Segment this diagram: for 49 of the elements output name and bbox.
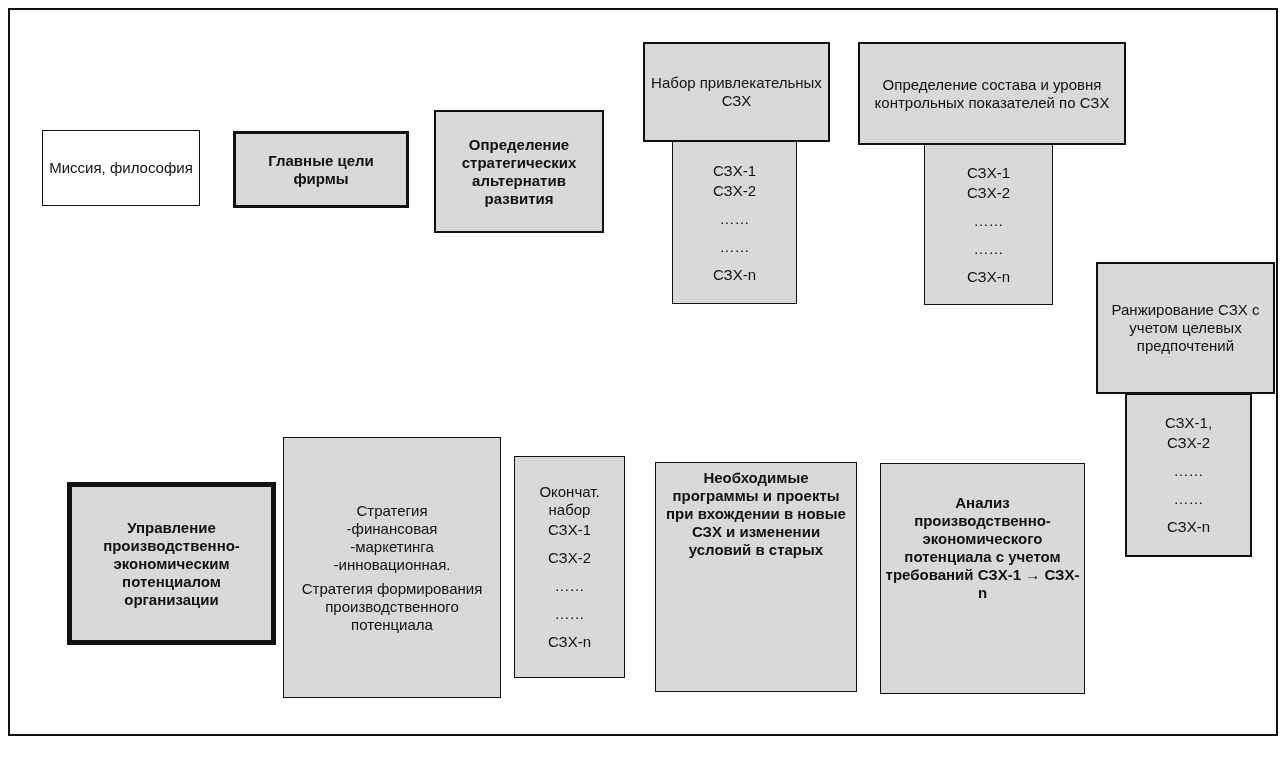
- box-text: СЗХ-2: [712, 181, 757, 200]
- box-text: Окончат. набор: [538, 483, 601, 519]
- list-box: [1125, 393, 1252, 557]
- box-text: Определение стратегических альтернатив развития: [460, 135, 578, 208]
- box-text: СЗХ-n: [712, 265, 757, 284]
- box-text: Миссия, философия: [49, 159, 193, 177]
- box-text: ……: [1173, 462, 1204, 480]
- box-text: ……: [973, 239, 1004, 258]
- box-text: ……: [554, 605, 585, 623]
- list-box: [672, 141, 797, 304]
- box-text: -маркетинга: [350, 537, 434, 556]
- box-text: -финансовая: [346, 519, 438, 538]
- process-box: [880, 463, 1085, 694]
- box-text: Анализ производственно-экономического потенциала с учетом требований СЗХ-1 → СЗХ-n: [885, 494, 1080, 602]
- list-box: [514, 456, 625, 678]
- box-text: СЗХ-1: [712, 161, 757, 180]
- box-text: ……: [1173, 490, 1204, 508]
- box-text: ……: [719, 209, 750, 228]
- box-text: Управление производственно-экономическим потенциалом организации: [102, 518, 241, 609]
- box-text: Главные цели фирмы: [267, 151, 375, 188]
- box-text: СЗХ-n: [966, 267, 1011, 286]
- box-text: ……: [973, 211, 1004, 230]
- box-text: Необходимые программы и проекты при вхождении в новые СЗХ и изменении условий в старых: [665, 469, 847, 559]
- process-box: [643, 42, 830, 142]
- process-box: [283, 437, 501, 698]
- box-text: СЗХ-n: [547, 633, 592, 651]
- box-text: Набор привлекательных СЗХ: [650, 74, 823, 110]
- box-text: СЗХ-1: [547, 521, 592, 539]
- box-text: СЗХ-1,: [1164, 414, 1213, 432]
- box-text: СЗХ-2: [1166, 434, 1211, 452]
- box-text: СЗХ-2: [966, 183, 1011, 202]
- box-text: СЗХ-2: [547, 549, 592, 567]
- process-box: [1096, 262, 1275, 394]
- process-box: [67, 482, 276, 645]
- box-text: Стратегия: [356, 501, 428, 520]
- process-box: [655, 462, 857, 692]
- process-box: [434, 110, 604, 233]
- box-text: -инновационная.: [333, 555, 451, 574]
- box-text: Ранжирование СЗХ с учетом целевых предпочтений: [1110, 301, 1261, 355]
- box-text: СЗХ-1: [966, 163, 1011, 182]
- box-text: Определение состава и уровня контрольных показателей по СЗХ: [873, 75, 1111, 112]
- box-text: СЗХ-n: [1166, 518, 1211, 536]
- process-box: [858, 42, 1126, 145]
- box-text: ……: [554, 577, 585, 595]
- list-box: [924, 144, 1053, 305]
- process-box: [233, 131, 409, 208]
- box-text: Стратегия формирования производственного потенциала: [300, 579, 484, 634]
- box-text: ……: [719, 237, 750, 256]
- process-box: [42, 130, 200, 206]
